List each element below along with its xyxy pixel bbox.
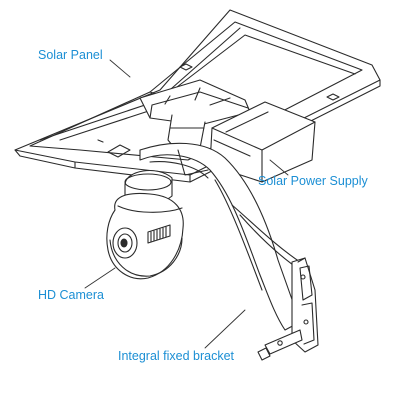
label-solar-panel: Solar Panel	[38, 48, 103, 62]
leader-line-hd-camera	[84, 267, 116, 289]
leader-line-bracket	[204, 309, 246, 349]
label-solar-power-supply: Solar Power Supply	[258, 174, 368, 188]
label-integral-fixed-bracket: Integral fixed bracket	[118, 349, 235, 363]
solar-power-supply-drawing	[209, 101, 316, 183]
bracket-arm-drawing	[139, 114, 319, 361]
leader-line-power-supply	[269, 159, 289, 176]
leader-lines	[84, 59, 289, 349]
leader-line-solar-panel	[109, 59, 131, 78]
hd-camera-drawing	[106, 170, 184, 280]
label-hd-camera: HD Camera	[38, 288, 104, 302]
solar-panel-drawing	[14, 9, 381, 183]
